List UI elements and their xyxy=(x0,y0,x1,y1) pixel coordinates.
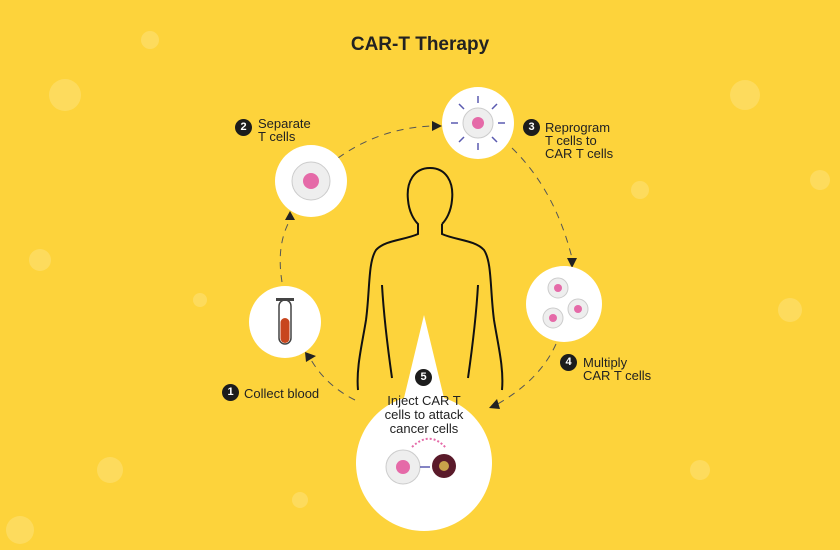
step-1-badge: 1 xyxy=(222,384,239,401)
arrow-heads xyxy=(285,121,577,409)
step-5-label: Inject CAR T cells to attack cancer cell… xyxy=(364,394,484,436)
human-body-outline xyxy=(356,167,504,391)
label-line: Separate xyxy=(258,116,311,131)
label-line: Reprogram xyxy=(545,120,611,135)
step-4-badge: 4 xyxy=(560,354,577,371)
step-3-label: Reprogram T cells to CAR T cells xyxy=(545,121,613,160)
car-t-cell-icon xyxy=(451,96,505,150)
step-3-badge: 3 xyxy=(523,119,540,136)
label-line: cells to attack xyxy=(384,407,464,422)
cycle-arrows xyxy=(279,125,573,406)
page-title: CAR-T Therapy xyxy=(350,34,490,55)
label-line: CAR T cells xyxy=(583,368,652,383)
test-tube-icon xyxy=(276,298,294,345)
background-bubbles xyxy=(6,31,830,544)
step-2-badge: 2 xyxy=(235,119,252,136)
step-4-label: Multiply CAR T cells xyxy=(583,356,651,382)
label-line: T cells xyxy=(258,129,296,144)
t-cell-icon xyxy=(291,161,331,201)
car-t-attack-icon xyxy=(385,437,456,485)
step-1-label: Collect blood xyxy=(244,386,320,401)
label-line: cancer cells xyxy=(389,421,459,436)
step-2-label: Separate T cells xyxy=(258,117,311,143)
label-line: Multiply xyxy=(583,355,628,370)
label-line: T cells to xyxy=(545,133,597,148)
step-5-badge: 5 xyxy=(415,369,432,386)
multiplied-cells-icon xyxy=(542,277,589,329)
label-line: Inject CAR T xyxy=(387,393,461,408)
label-line: CAR T cells xyxy=(545,146,614,161)
